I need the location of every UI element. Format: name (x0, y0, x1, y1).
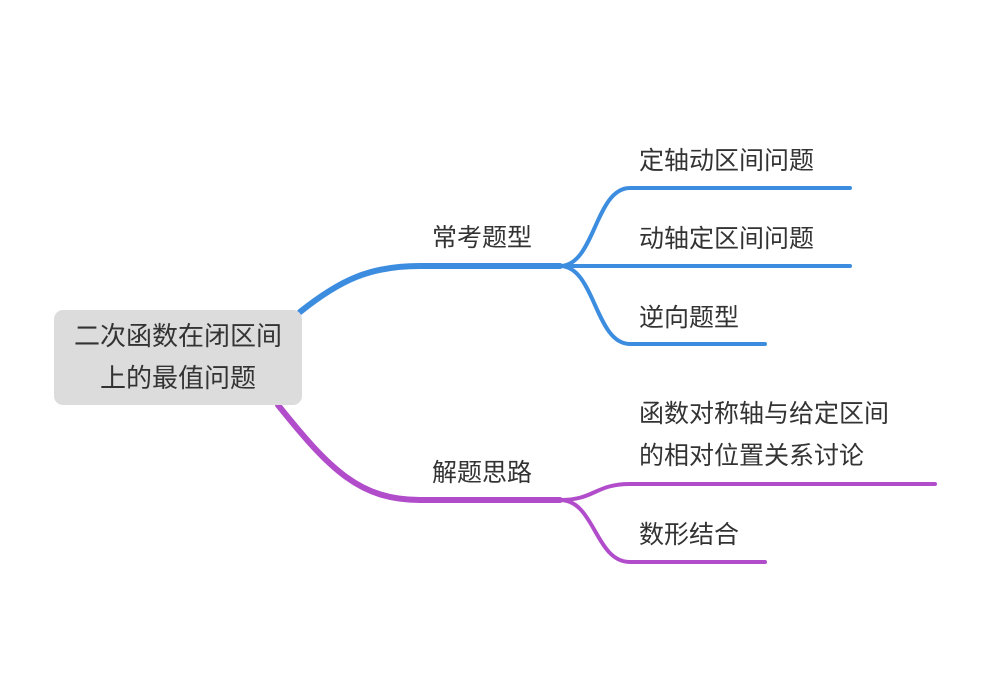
connector-b1-c3 (558, 264, 767, 346)
leaf-node[interactable]: 动轴定区间问题 (639, 224, 815, 253)
leaf-node[interactable]: 定轴动区间问题 (639, 146, 815, 175)
leaf-node[interactable]: 逆向题型 (639, 303, 740, 332)
leaf-node[interactable]: 函数对称轴与给定区间 的相对位置关系讨论 (639, 393, 889, 477)
root-node[interactable]: 二次函数在闭区间 上的最值问题 (54, 310, 302, 405)
leaf-label-line2: 的相对位置关系讨论 (639, 441, 865, 470)
branch-node-approach[interactable]: 解题思路 (432, 458, 533, 487)
leaf-label-line1: 函数对称轴与给定区间 (639, 399, 890, 428)
connector-b1-c1 (558, 186, 852, 268)
leaf-node[interactable]: 数形结合 (639, 520, 740, 549)
connector-b2-c1 (558, 482, 937, 502)
branch-node-common-types[interactable]: 常考题型 (432, 223, 533, 252)
root-label-line1: 二次函数在闭区间 (73, 321, 282, 352)
connector-root-branch2 (275, 402, 563, 503)
connector-b2-c2 (558, 498, 767, 564)
connector-root-branch1 (297, 263, 563, 315)
root-label-line2: 上的最值问题 (99, 363, 256, 394)
